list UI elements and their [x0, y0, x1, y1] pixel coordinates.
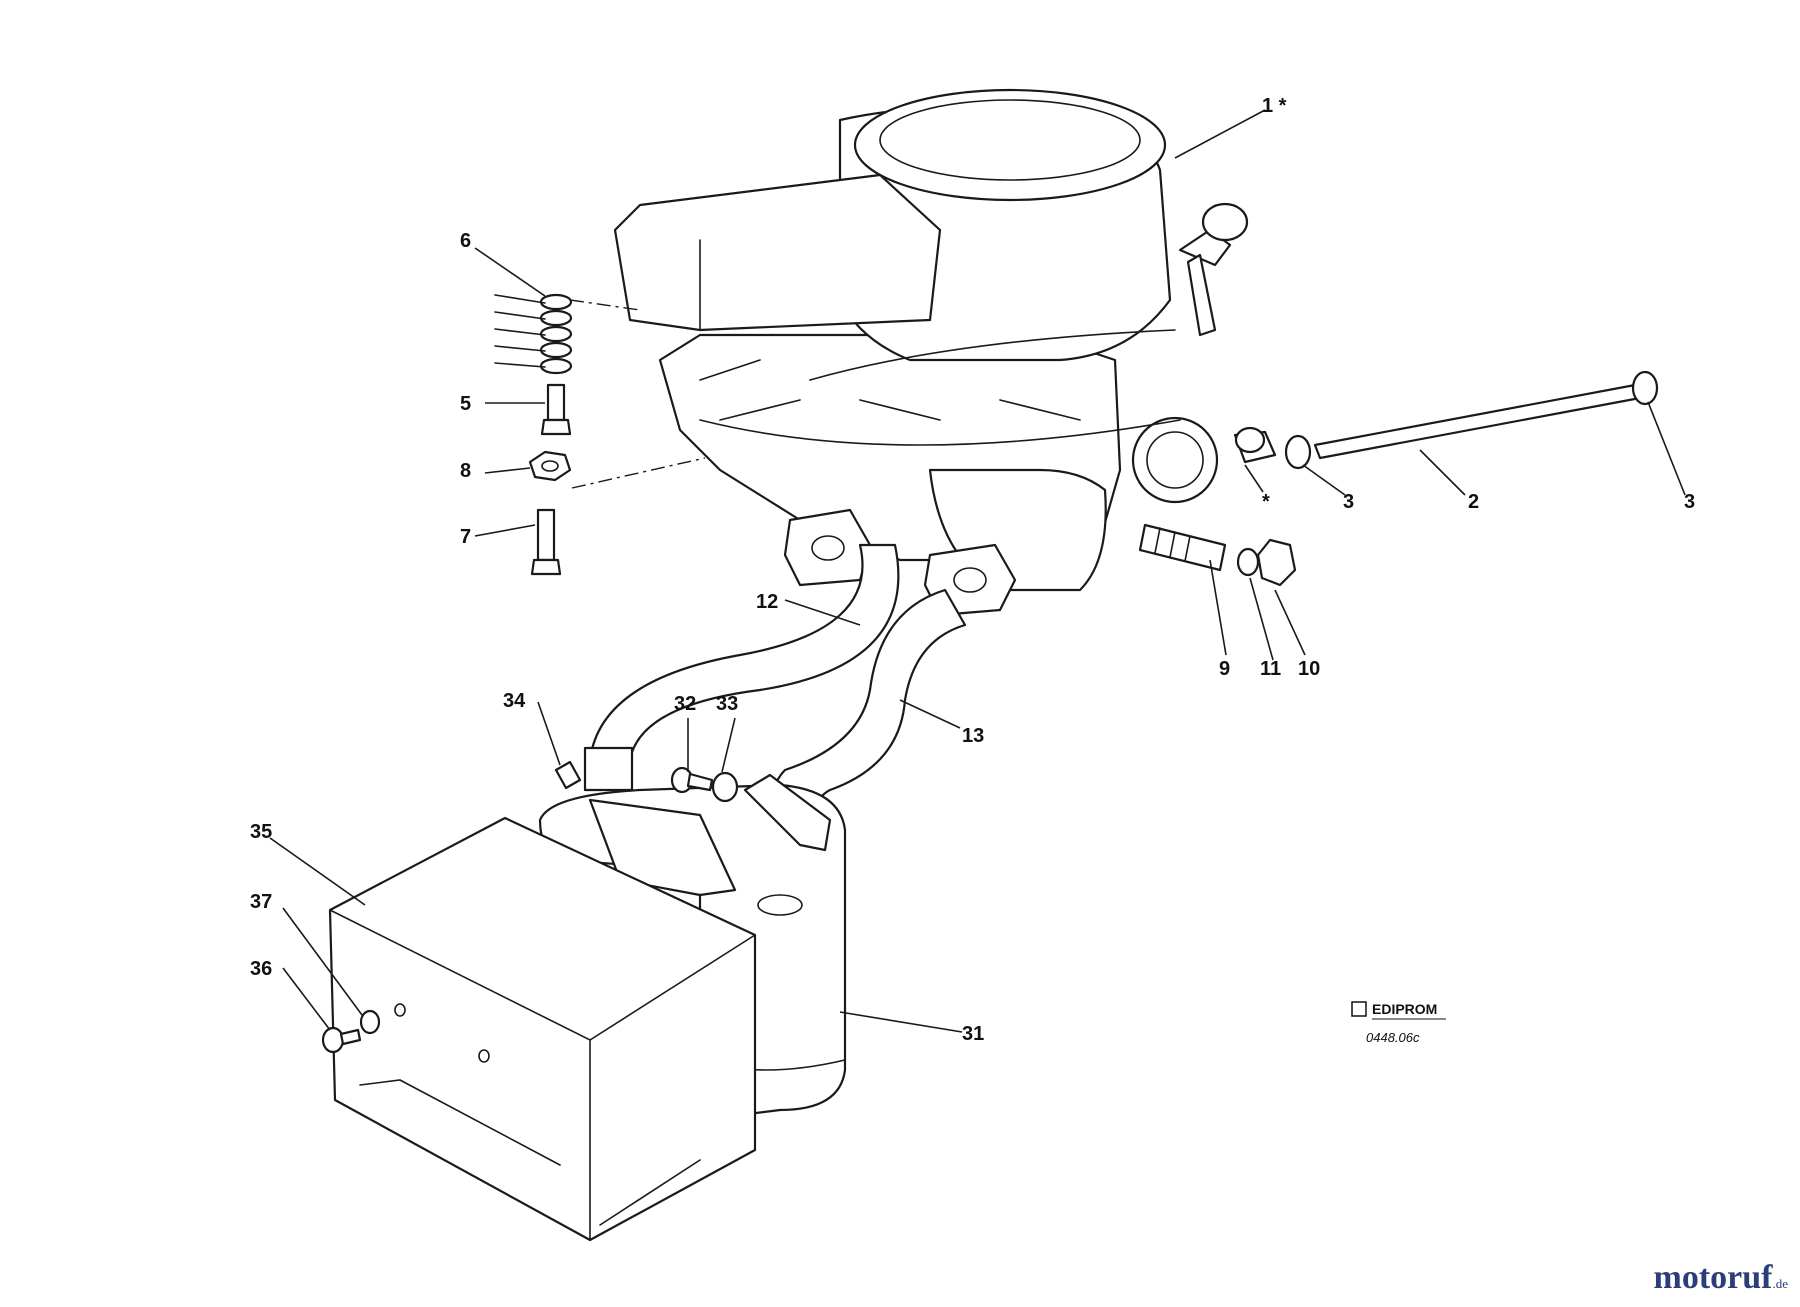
assembly-line-8 — [571, 457, 706, 489]
bolt-part-7 — [530, 508, 562, 576]
callout-33: 33 — [716, 693, 738, 715]
engine-assembly — [613, 88, 1249, 617]
callout-31: 31 — [962, 1023, 984, 1045]
muffler-part-31 — [538, 773, 847, 1117]
muffler-guard-part-35 — [328, 816, 757, 1242]
hose-clamp-left — [1284, 434, 1312, 470]
callout-11: 11 — [1260, 658, 1281, 680]
publisher-name: EDIPROM — [1372, 1001, 1437, 1017]
callout-35: 35 — [250, 821, 272, 843]
assembly-line-6 — [569, 299, 641, 311]
leader-lines — [269, 109, 1686, 1033]
callout-8: 8 — [460, 460, 471, 482]
callout-6: 6 — [460, 230, 471, 252]
callout-3-left: 3 — [1343, 491, 1354, 513]
callout-9: 9 — [1219, 658, 1230, 680]
drain-cap-part-10 — [1256, 538, 1297, 587]
callout-1: 1 * — [1262, 95, 1287, 117]
washer-part-37 — [359, 1009, 381, 1035]
callout-5: 5 — [460, 393, 471, 415]
fuel-line — [1313, 383, 1642, 460]
drain-extension-part-9 — [1138, 523, 1227, 572]
clip-part-34 — [554, 760, 582, 790]
callout-2: 2 — [1468, 491, 1479, 513]
nut-part-8 — [528, 450, 572, 482]
callout-34: 34 — [503, 690, 526, 712]
callout-37: 37 — [250, 891, 272, 913]
callout-10: 10 — [1298, 658, 1320, 680]
callout-12: 12 — [756, 591, 778, 613]
washer-part-11 — [1236, 547, 1260, 577]
publisher-mark: EDIPROM 0448.06c — [1351, 1001, 1446, 1045]
callout-13: 13 — [962, 725, 984, 747]
callout-star: * — [1262, 491, 1270, 513]
callout-32: 32 — [674, 693, 696, 715]
publisher-logo-icon — [1351, 1001, 1367, 1017]
bolt-part-5 — [540, 383, 572, 436]
hose-clamp-right — [1631, 370, 1659, 406]
callout-7: 7 — [460, 526, 471, 548]
watermark-suffix: .de — [1772, 1276, 1788, 1291]
washer-stack-part-6 — [494, 293, 573, 375]
callout-36: 36 — [250, 958, 272, 980]
bolt-part-32 — [670, 766, 714, 794]
drawing-code: 0448.06c — [1366, 1030, 1420, 1045]
callout-labels: 1 * 2 3 3 * 5 6 7 8 9 10 11 12 13 31 32 … — [250, 95, 1695, 1045]
washer-part-33 — [711, 771, 739, 803]
callout-3-right: 3 — [1684, 491, 1695, 513]
screw-part-36 — [321, 1026, 362, 1054]
site-watermark: motoruf.de — [1654, 1259, 1789, 1297]
exhaust-pipe-part-12 — [583, 543, 900, 792]
watermark-main: motoruf — [1653, 1259, 1773, 1296]
fuel-fitting — [1233, 426, 1277, 464]
